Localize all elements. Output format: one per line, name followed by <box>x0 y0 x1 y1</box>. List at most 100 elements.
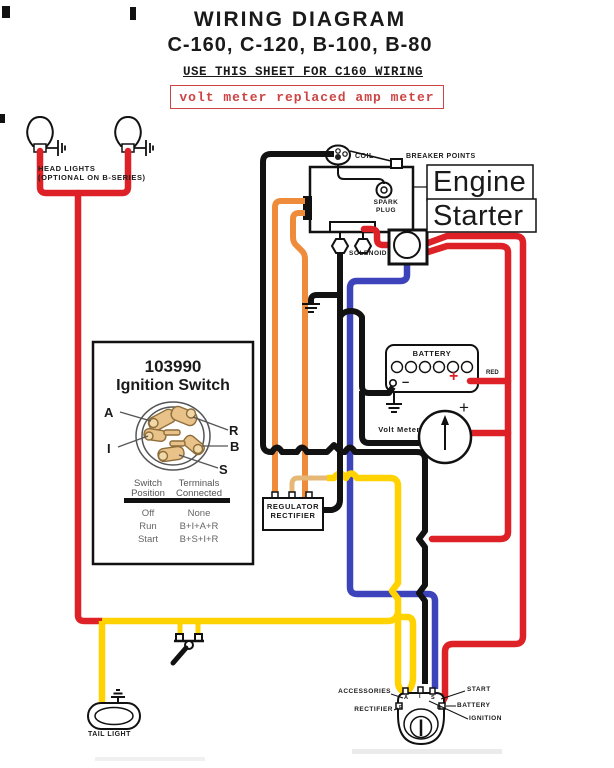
head-lights-sublabel: (OPTIONAL ON B-SERIES) <box>38 173 146 182</box>
terminal-r <box>395 702 403 710</box>
ground-symbols <box>111 303 402 703</box>
label-leaders <box>390 690 469 720</box>
table-row-off-terminals: None <box>187 508 211 519</box>
regulator-label-2: RECTIFIER <box>270 511 316 520</box>
switch-lever <box>170 645 189 666</box>
key-terminal-i: I <box>419 694 421 700</box>
needle-icon <box>441 415 449 425</box>
table-header-terminals-1: Terminals <box>178 478 220 489</box>
engine-connector <box>303 196 312 220</box>
regulator-label-1: REGULATOR <box>266 502 320 511</box>
switch-a-lead <box>394 613 406 695</box>
detail-terminal-s: S <box>219 462 228 477</box>
tail-light-label: TAIL LIGHT <box>88 731 131 738</box>
red-wires <box>36 147 527 705</box>
detail-terminal-r: R <box>229 423 239 438</box>
ground-icon <box>46 140 66 156</box>
table-row-start-position: Start <box>137 534 159 545</box>
light-switch-stubs <box>177 621 201 635</box>
engine-starter-labels <box>426 164 537 233</box>
blue-start-wire <box>346 264 439 689</box>
spark-plug-icon <box>375 181 393 199</box>
ground-icon <box>302 303 320 313</box>
accessories-label: ACCESSORIES <box>338 688 391 695</box>
table-row-run-terminals: B+I+A+R <box>179 521 219 532</box>
model-list: C-160, C-120, B-100, B-80 <box>167 34 433 56</box>
starter-label: Starter <box>433 200 524 232</box>
coil-label: COIL <box>355 153 374 160</box>
ground-icon <box>111 689 125 703</box>
table-row-run-position: Run <box>139 521 157 532</box>
switch-r-lead <box>400 613 417 702</box>
key-terminal-a: A <box>404 695 408 701</box>
accessory-run-wire <box>102 612 402 625</box>
headlight-loop-wire <box>36 147 132 197</box>
detail-terminal-a: A <box>104 405 114 420</box>
ground-icon <box>386 393 402 413</box>
tail-light <box>87 702 141 730</box>
battery-negative-terminal <box>388 378 397 387</box>
ignition-switch-name: Ignition Switch <box>116 377 230 394</box>
table-header-position-2: Position <box>131 488 165 499</box>
battery <box>385 344 479 393</box>
detail-terminal-b: B <box>230 439 240 454</box>
terminal-s <box>429 687 436 695</box>
headlight-feed-wire <box>74 189 106 625</box>
light-switch <box>170 633 204 666</box>
terminal-leaders <box>117 411 229 469</box>
volt-meter-plus: + <box>459 398 469 417</box>
battery-ground-wire <box>337 308 396 396</box>
sheet-note: USE THIS SHEET FOR C160 WIRING <box>182 65 424 79</box>
revision-note: volt meter replaced amp meter <box>179 89 435 105</box>
volt-meter <box>417 409 473 465</box>
ground-branch-1 <box>308 292 340 303</box>
table-row-start-terminals: B+S+I+R <box>179 534 219 545</box>
volt-meter-label: Volt Meter <box>378 425 420 434</box>
ignition-label: IGNITION <box>469 715 502 722</box>
voltmeter-ground-wire <box>359 391 419 446</box>
battery-to-switch-wire <box>424 232 527 705</box>
engine-terminal-nut <box>330 238 350 254</box>
start-label: START <box>467 686 491 693</box>
head-lights-label: HEAD LIGHTS <box>38 164 96 173</box>
headlight-right <box>114 115 154 156</box>
battery-terminal-label: BATTERY <box>457 702 491 709</box>
tan-wire <box>289 475 327 499</box>
battery-label: BATTERY <box>412 349 452 358</box>
detail-terminal-i: I <box>107 441 111 456</box>
terminal-i <box>417 686 424 694</box>
engine-terminal-nut <box>353 238 373 254</box>
engine-label: Engine <box>433 166 527 198</box>
part-number: 103990 <box>144 357 202 376</box>
orange-wires <box>272 198 308 497</box>
breaker-points-label: BREAKER POINTS <box>406 153 476 160</box>
battery-minus: – <box>402 374 410 389</box>
ignition-switch-detail <box>91 340 255 566</box>
table-rule <box>124 498 230 503</box>
black-wires <box>260 151 428 684</box>
key-switch <box>390 686 469 746</box>
table-header-terminals-2: Connected <box>176 488 222 499</box>
key-terminal-r: R <box>399 705 403 711</box>
scan-artifacts <box>0 6 502 761</box>
spark-plug-label-1: SPARK <box>373 199 399 206</box>
terminal-a <box>402 687 409 695</box>
solenoid <box>387 228 429 266</box>
table-row-off-position: Off <box>141 508 155 519</box>
ground-icon <box>134 140 154 156</box>
battery-plus: + <box>449 368 459 385</box>
table-header-position-1: Switch <box>134 478 162 489</box>
engine-block <box>303 144 427 254</box>
solenoid-battery-wire <box>424 242 512 543</box>
key-terminal-b: B <box>437 705 441 711</box>
engine-ground-wire <box>324 253 343 513</box>
rectifier-label: RECTIFIER <box>354 706 393 713</box>
starter-feed-wire <box>360 225 394 249</box>
solenoid-label: SOLENOID <box>349 250 387 257</box>
key-terminal-s: S <box>431 695 435 701</box>
headlight-left <box>26 115 66 156</box>
regulator-rectifier <box>262 491 324 531</box>
page-title: WIRING DIAGRAM <box>193 8 407 31</box>
